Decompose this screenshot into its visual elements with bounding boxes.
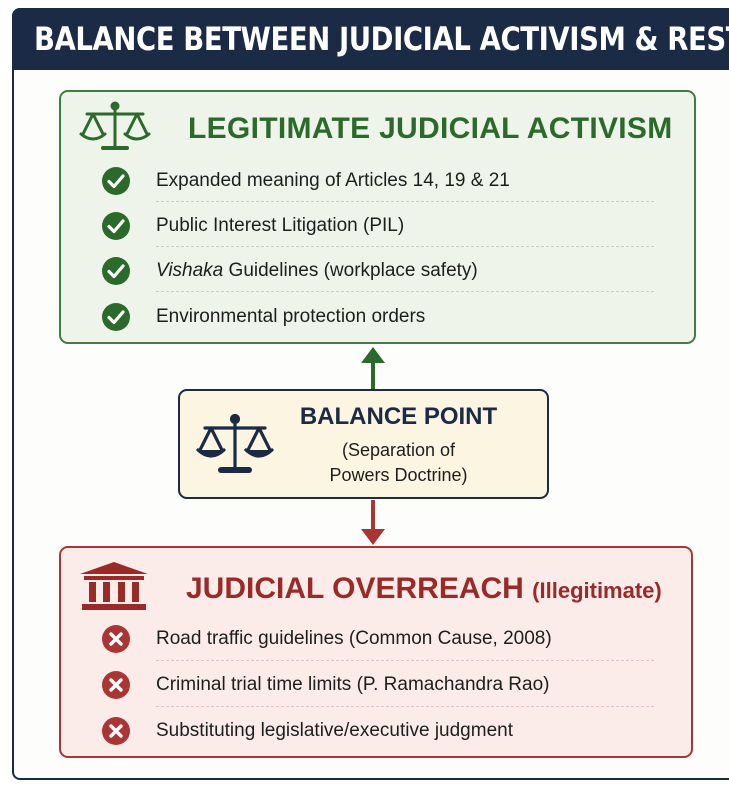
divider xyxy=(156,201,654,202)
overreach-title-main: JUDICIAL OVERREACH xyxy=(186,572,524,605)
list-item-text: Vishaka Guidelines (workplace safety) xyxy=(156,260,478,282)
courthouse-icon xyxy=(80,562,148,610)
x-circle-icon xyxy=(102,671,130,699)
scales-of-justice-icon xyxy=(79,101,151,150)
list-item-text: Environmental protection orders xyxy=(156,306,426,327)
divider xyxy=(156,706,654,707)
list-item: Substituting legislative/executive judgm… xyxy=(101,716,513,746)
balance-point-title: BALANCE POINT xyxy=(299,403,498,430)
divider xyxy=(156,660,654,661)
list-item: Public Interest Litigation (PIL) xyxy=(101,211,404,241)
case-name-italic: Vishaka xyxy=(156,260,224,281)
list-item-text: Road traffic guidelines (Common Cause, 2… xyxy=(156,628,552,649)
list-item-text: Substituting legislative/executive judgm… xyxy=(156,720,513,741)
page-title: BALANCE BETWEEN JUDICIAL ACTIVISM & REST… xyxy=(34,20,729,58)
divider xyxy=(156,246,654,247)
list-item: Vishaka Guidelines (workplace safety) xyxy=(101,256,478,286)
balance-point-subtitle-line2: Powers Doctrine) xyxy=(329,465,468,485)
list-item-text-rest: Guidelines (workplace safety) xyxy=(223,260,478,281)
list-item-text: Criminal trial time limits (P. Ramachand… xyxy=(156,674,550,695)
overreach-qualifier: (Illegitimate) xyxy=(532,578,662,603)
x-circle-icon xyxy=(102,625,130,653)
judicial-overreach-title: JUDICIAL OVERREACH (Illegitimate) xyxy=(186,572,662,606)
x-circle-icon xyxy=(102,717,130,745)
balance-point-subtitle-line1: (Separation of xyxy=(341,440,456,460)
list-item-text: Public Interest Litigation (PIL) xyxy=(156,215,405,236)
legitimate-activism-panel xyxy=(59,90,696,344)
header-bar: BALANCE BETWEEN JUDICIAL ACTIVISM & REST… xyxy=(12,8,729,70)
check-circle-icon xyxy=(102,257,130,285)
list-item: Expanded meaning of Articles 14, 19 & 21 xyxy=(101,166,510,196)
legitimate-activism-title: LEGITIMATE JUDICIAL ACTIVISM xyxy=(188,112,673,145)
list-item: Criminal trial time limits (P. Ramachand… xyxy=(101,670,549,700)
list-item: Road traffic guidelines (Common Cause, 2… xyxy=(101,624,552,654)
arrow-up-icon xyxy=(361,347,385,389)
check-circle-icon xyxy=(102,303,130,331)
scales-of-justice-icon xyxy=(196,413,274,473)
list-item: Environmental protection orders xyxy=(101,302,425,332)
balance-point-panel xyxy=(178,389,549,499)
check-circle-icon xyxy=(102,167,130,195)
check-circle-icon xyxy=(102,212,130,240)
arrow-down-icon xyxy=(361,500,385,545)
list-item-text: Expanded meaning of Articles 14, 19 & 21 xyxy=(156,170,510,191)
judicial-overreach-panel xyxy=(59,546,693,758)
divider xyxy=(156,291,654,292)
